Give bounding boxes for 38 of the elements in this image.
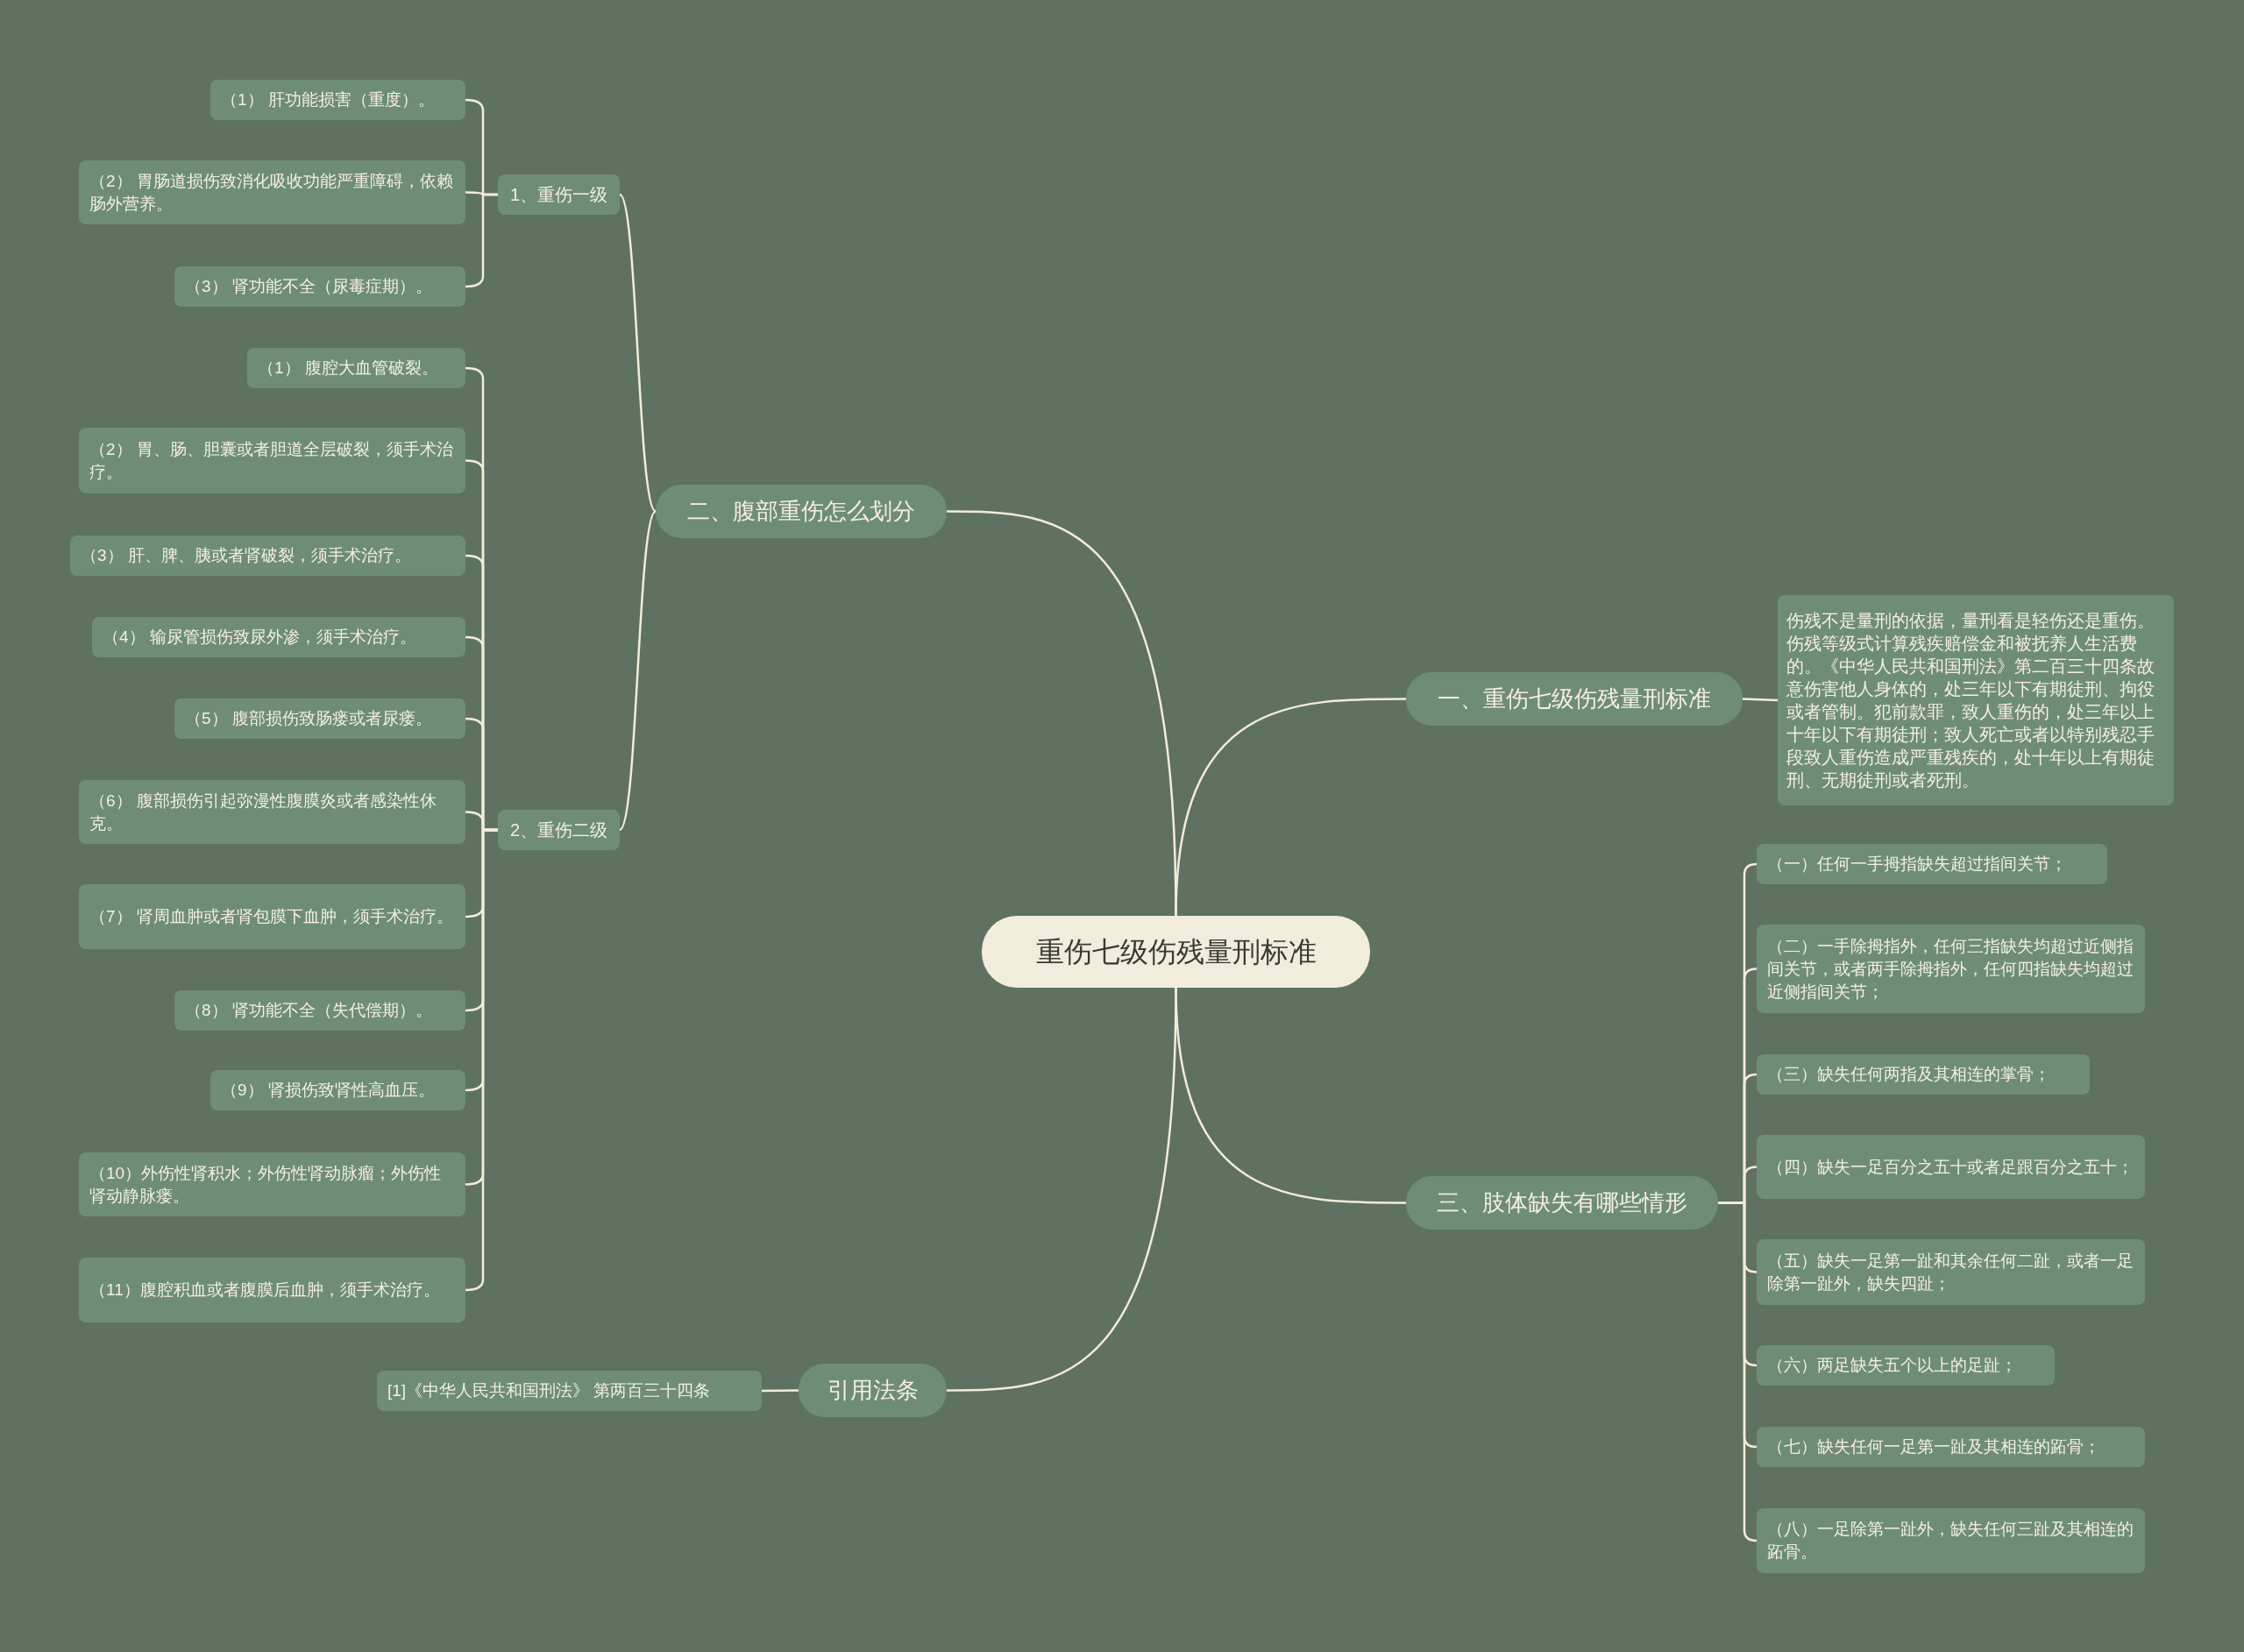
topic-box: （1） 肝功能损害（重度）。: [210, 80, 465, 120]
text-card: 伤残不是量刑的依据，量刑看是轻伤还是重伤。伤残等级式计算残疾赔偿金和被抚养人生活费的。《中华人民共和国刑法》第二百三十四条故意伤害他人身体的，处三年以下有期徒刑、拘役或者管制。犯前款罪，致人重伤的，处三年以上十年以下有期徒刑；致人死亡或者以特别残忍手段致人重伤造成严重残疾的，处十年以上有期徒刑、无期徒刑或者死刑。: [1778, 595, 2174, 805]
connector-line: [762, 1389, 799, 1393]
topic-box: （3） 肾功能不全（尿毒症期）。: [174, 266, 465, 307]
topic-box: （4） 输尿管损伤致尿外渗，须手术治疗。: [92, 617, 465, 657]
connector-line: [618, 510, 657, 831]
topic-box: （七）缺失任何一足第一趾及其相连的跖骨；: [1757, 1427, 2145, 1467]
connector-line: [1742, 698, 1779, 702]
topic-box: （11）腹腔积血或者腹膜后血肿，须手术治疗。: [79, 1258, 465, 1322]
connector-line: [618, 194, 657, 513]
topic-box: [1]《中华人民共和国刑法》 第两百三十四条: [377, 1371, 762, 1411]
connector-line: [1175, 698, 1406, 917]
topic-box: （3） 肝、脾、胰或者肾破裂，须手术治疗。: [70, 535, 465, 576]
topic-box: （一）任何一手拇指缺失超过指间关节；: [1757, 844, 2107, 884]
topic-box: （六）两足缺失五个以上的足趾；: [1757, 1345, 2055, 1386]
topic-box: （5） 腹部损伤致肠瘘或者尿瘘。: [174, 698, 465, 739]
topic-box: （10）外伤性肾积水；外伤性肾动脉瘤；外伤性肾动静脉瘘。: [79, 1152, 465, 1216]
subtopic-box: 2、重伤二级: [498, 810, 620, 850]
topic-box: （三）缺失任何两指及其相连的掌骨；: [1757, 1054, 2090, 1095]
topic-box: （7） 肾周血肿或者肾包膜下血肿，须手术治疗。: [79, 884, 465, 949]
branch-topic: 三、肢体缺失有哪些情形: [1406, 1176, 1718, 1230]
central-topic: 重伤七级伤残量刑标准: [982, 916, 1370, 988]
topic-box: （二）一手除拇指外，任何三指缺失均超过近侧指间关节，或者两手除拇指外，任何四指缺失均超过近侧指间关节；: [1757, 925, 2145, 1013]
topic-box: （四）缺失一足百分之五十或者足跟百分之五十；: [1757, 1135, 2145, 1199]
branch-topic: 引用法条: [799, 1364, 947, 1417]
topic-box: （八）一足除第一趾外，缺失任何三趾及其相连的跖骨。: [1757, 1508, 2145, 1573]
branch-topic: 二、腹部重伤怎么划分: [656, 485, 947, 538]
topic-box: （2） 胃肠道损伤致消化吸收功能严重障碍，依赖肠外营养。: [79, 160, 465, 224]
topic-box: （1） 腹腔大血管破裂。: [247, 348, 465, 388]
subtopic-box: 1、重伤一级: [498, 174, 620, 215]
topic-box: （8） 肾功能不全（失代偿期）。: [174, 990, 465, 1031]
branch-topic: 一、重伤七级伤残量刑标准: [1406, 672, 1743, 726]
connector-line: [1718, 1202, 1758, 1542]
topic-box: （2） 胃、肠、胆囊或者胆道全层破裂，须手术治疗。: [79, 428, 465, 493]
topic-box: （五）缺失一足第一趾和其余任何二趾，或者一足除第一趾外，缺失四趾；: [1757, 1239, 2145, 1305]
topic-box: （9） 肾损伤致肾性高血压。: [210, 1070, 465, 1110]
connector-line: [1175, 987, 1406, 1204]
topic-box: （6） 腹部损伤引起弥漫性腹膜炎或者感染性休克。: [79, 780, 465, 844]
